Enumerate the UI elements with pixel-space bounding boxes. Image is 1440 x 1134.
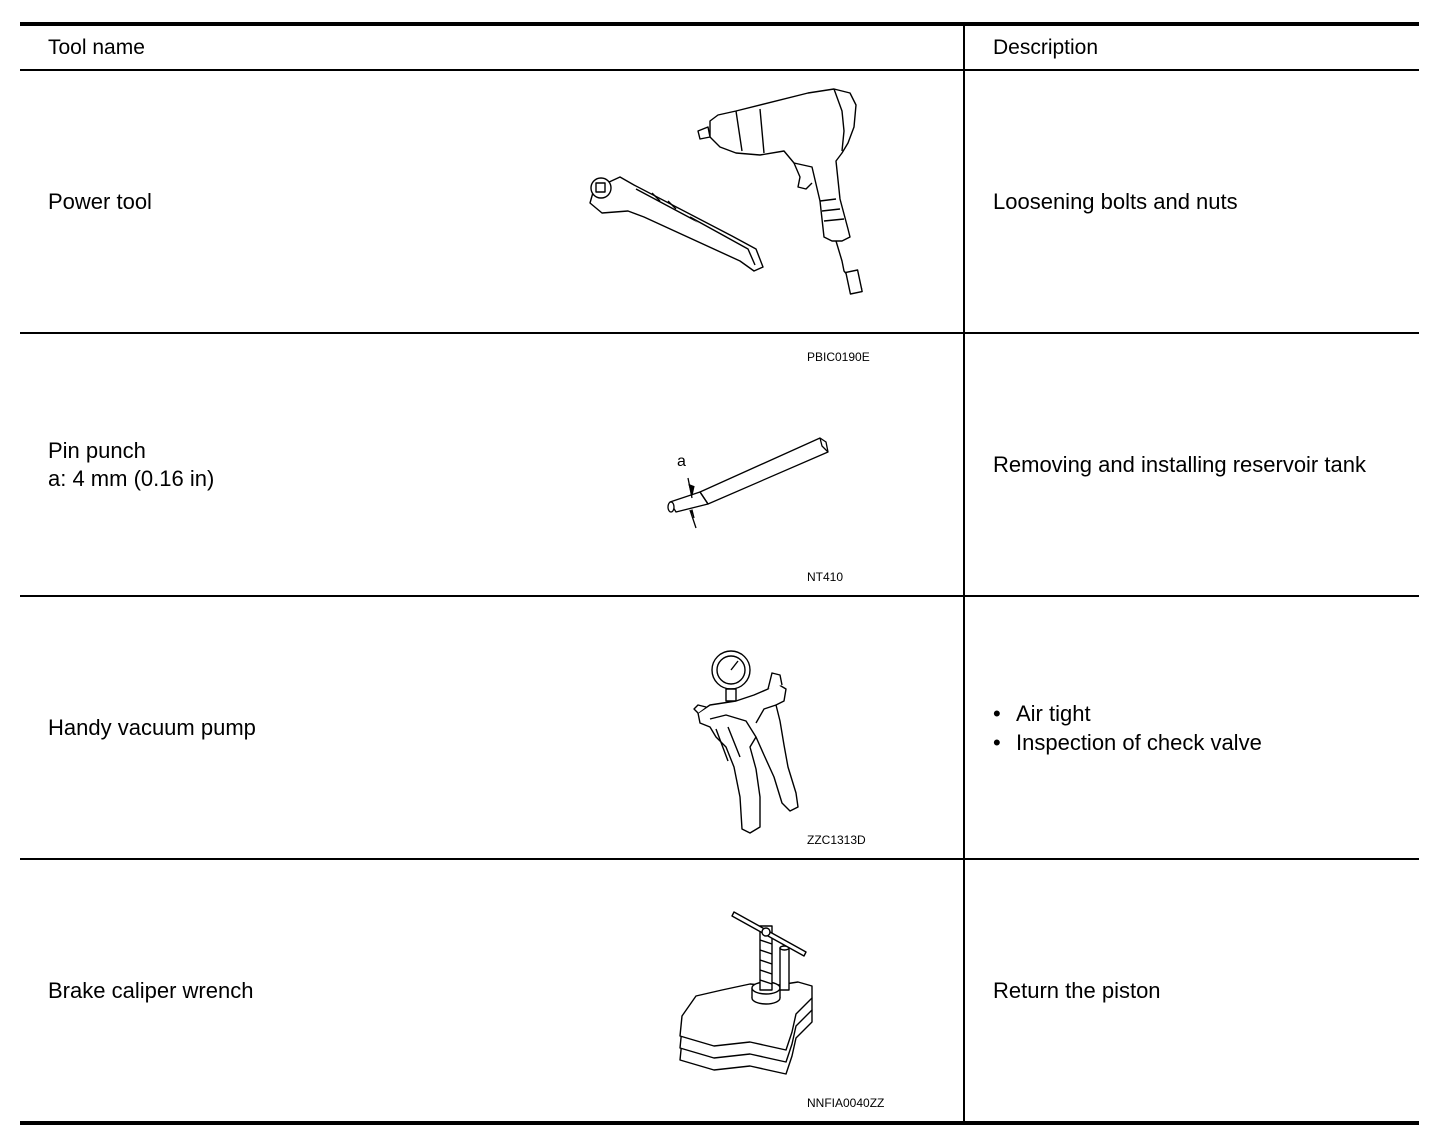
list-item: •Air tight — [993, 700, 1091, 726]
description-column-header: Description — [963, 22, 1419, 71]
tool-name: Power tool — [48, 188, 152, 214]
tool-cell: Handy vacuum pump — [20, 596, 964, 860]
description-bullet-list: •Air tight •Inspection of check valve — [993, 699, 1419, 757]
image-code: ZZC1313D — [807, 833, 866, 847]
tool-name: Handy vacuum pump — [48, 714, 256, 740]
table-row: Handy vacuum pump — [20, 596, 1419, 860]
power-tool-illustration: PBIC0190E — [550, 71, 930, 364]
tool-cell: Power tool — [20, 70, 964, 364]
vacuum-pump-illustration: ZZC1313D — [550, 597, 930, 858]
tool-cell: Pin punch a: 4 mm (0.16 in) — [20, 333, 964, 597]
tool-name: Brake caliper wrench — [48, 977, 254, 1003]
tool-dimension: a: 4 mm (0.16 in) — [48, 465, 215, 491]
image-code: PBIC0190E — [807, 350, 870, 364]
tool-cell: Brake caliper wrench — [20, 859, 964, 1125]
description-cell: •Air tight •Inspection of check valve — [963, 596, 1419, 860]
pin-punch-illustration: a NT410 — [550, 334, 930, 595]
image-code: NNFIA0040ZZ — [807, 1096, 885, 1110]
dimension-callout: a — [677, 453, 686, 470]
table-row: Power tool — [20, 70, 1419, 364]
image-code: NT410 — [807, 570, 844, 584]
bullet-icon: • — [993, 700, 1001, 726]
table-row: Pin punch a: 4 mm (0.16 in) — [20, 333, 1419, 597]
bullet-icon: • — [993, 729, 1001, 755]
power-tool-drawing — [589, 88, 863, 295]
description-cell: Return the piston — [963, 859, 1419, 1125]
brake-caliper-wrench-drawing — [679, 911, 813, 1075]
list-item: •Inspection of check valve — [993, 729, 1262, 755]
description-cell: Loosening bolts and nuts — [963, 70, 1419, 334]
brake-caliper-wrench-illustration: NNFIA0040ZZ — [550, 860, 930, 1121]
tool-name-column-header: Tool name — [20, 22, 964, 71]
tool-name: Pin punch — [48, 437, 146, 463]
table-header-row: Tool name Description — [20, 22, 1419, 71]
pin-punch-drawing — [667, 437, 829, 529]
table-row: Brake caliper wrench — [20, 859, 1419, 1125]
special-service-tools-table: Tool name Description Power tool — [20, 22, 1419, 1125]
description-cell: Removing and installing reservoir tank — [963, 333, 1419, 597]
vacuum-pump-drawing — [693, 650, 799, 834]
